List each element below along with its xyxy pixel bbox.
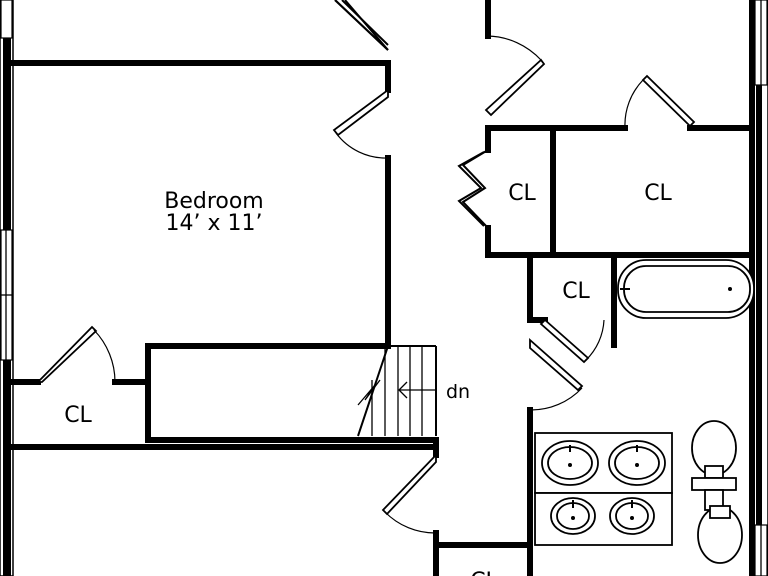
bedroom-name: Bedroom (164, 189, 264, 214)
bedroom-dims: 14’ x 11’ (166, 211, 263, 236)
closet-label-1: CL (508, 181, 536, 206)
stairs (357, 345, 437, 437)
stairs-label: dn (446, 381, 470, 403)
doors (35, 0, 696, 534)
bathtub (617, 259, 755, 319)
vanity (534, 432, 673, 546)
closet-label-4: CL (64, 403, 92, 428)
room-labels: Bedroom 14’ x 11’ CL CL CL CL CL dn (64, 181, 672, 576)
closet-label-5: CL (470, 569, 498, 576)
toilets (691, 420, 743, 564)
closet-label-2: CL (644, 181, 672, 206)
closet-label-3: CL (562, 279, 590, 304)
